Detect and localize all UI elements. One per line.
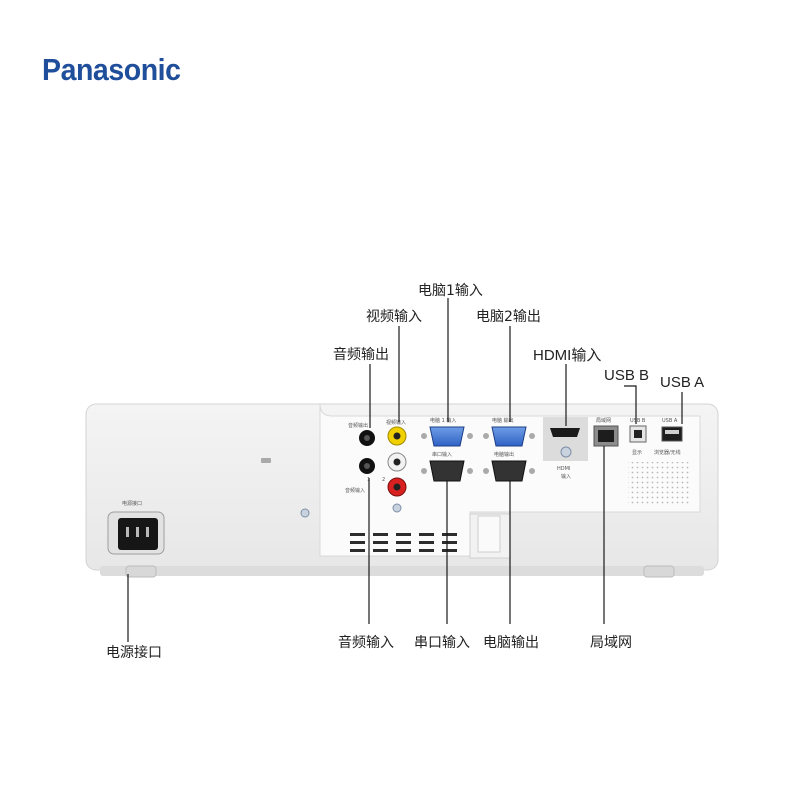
svg-text:视频输入: 视频输入 [386,419,406,426]
svg-text:串口输入: 串口输入 [432,451,452,458]
svg-text:音频输出: 音频输出 [348,422,368,429]
svg-text:电源接口: 电源接口 [122,500,142,507]
label-power: 电源接口 [106,645,162,661]
security-slot [261,458,271,463]
svg-text:电脑输出: 电脑输出 [494,451,514,458]
vent-slots [350,533,457,552]
usb-b-port-icon: USB B 显示 [629,418,647,456]
svg-text:电脑 1 输入: 电脑 1 输入 [430,417,456,424]
vga-port-icon: 电脑 输出 [483,417,535,447]
lan-port-icon: 局域网 [593,417,619,447]
svg-text:电脑 输出: 电脑 输出 [492,417,514,424]
audio-out-jack: 音频输出 [348,422,375,446]
vga-port-icon: 电脑输出 [483,451,535,482]
label-lan: 局域网 [590,635,632,651]
rca-jack-icon: 视频输入 [386,419,407,513]
speaker-grille [628,462,690,506]
svg-text:输入: 输入 [561,473,571,480]
label-audio-in: 音频输入 [338,635,394,651]
svg-text:音频输入: 音频输入 [345,487,365,494]
svg-text:HDMI: HDMI [557,466,570,472]
label-computer-out: 电脑输出 [483,635,539,651]
label-usb-b: USB B [604,367,650,384]
label-usb-a: USB A [660,374,705,391]
label-hdmi-in: HDMI输入 [533,347,602,364]
label-audio-out: 音频输出 [333,347,389,363]
front-foot-right [643,565,675,578]
label-serial-in: 串口输入 [414,635,470,651]
screw-icon [300,508,310,518]
front-foot-left [125,565,157,578]
label-computer2-out: 电脑2输出 [476,309,541,325]
svg-text:浏览器/无线: 浏览器/无线 [654,449,681,456]
svg-text:局域网: 局域网 [596,417,611,424]
svg-text:2: 2 [382,477,385,483]
serial-port-icon: 串口输入 [421,451,473,482]
power-socket-icon: 电源接口 [107,500,165,555]
callout-lines [127,298,683,642]
svg-text:USB A: USB A [662,418,678,424]
vga-port-icon: 电脑 1 输入 [421,417,473,447]
panasonic-logo: Panasonic [42,52,181,87]
usb-a-port-icon: USB A 浏览器/无线 [654,418,683,456]
svg-text:显示: 显示 [632,450,642,456]
svg-text:USB B: USB B [630,418,646,424]
label-video-in: 视频输入 [366,309,422,325]
label-computer1-in: 电脑1输入 [418,283,483,299]
